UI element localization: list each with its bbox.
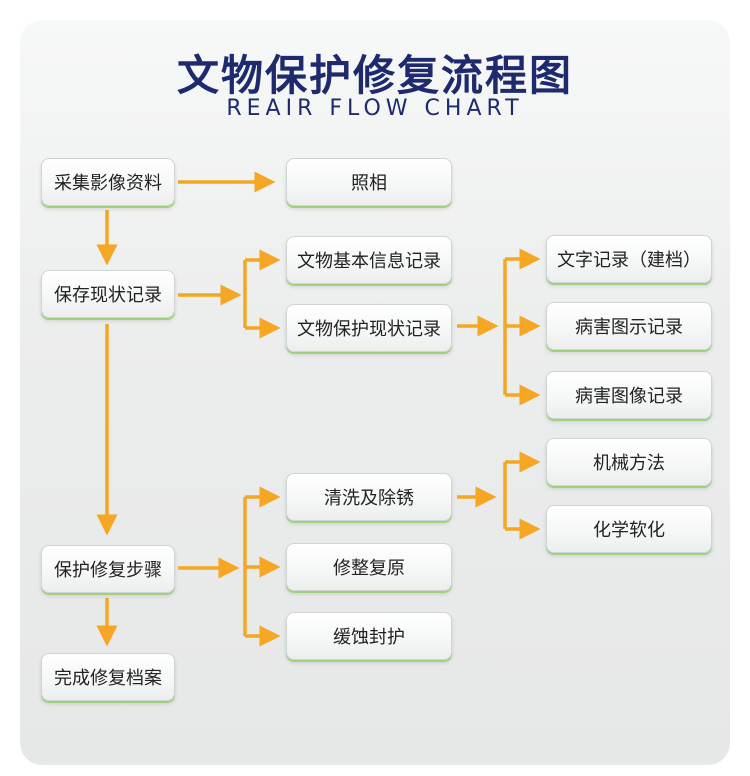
page-subtitle: REAIR FLOW CHART <box>226 96 524 121</box>
node-mechanical: 机械方法 <box>546 438 712 486</box>
node-cleaning: 清洗及除锈 <box>286 473 452 521</box>
node-disease-diagram: 病害图示记录 <box>546 302 712 350</box>
node-repair-steps: 保护修复步骤 <box>41 545 175 593</box>
node-collect-images: 采集影像资料 <box>41 158 175 206</box>
node-save-status: 保存现状记录 <box>41 270 175 318</box>
node-protect-status: 文物保护现状记录 <box>286 304 452 352</box>
node-chemical: 化学软化 <box>546 505 712 553</box>
node-seal: 缓蚀封护 <box>286 612 452 660</box>
node-restore: 修整复原 <box>286 543 452 591</box>
node-photo: 照相 <box>286 158 452 206</box>
node-text-record: 文字记录（建档） <box>546 235 712 283</box>
node-archive: 完成修复档案 <box>41 653 175 701</box>
page-title: 文物保护修复流程图 <box>176 51 573 100</box>
node-basic-info: 文物基本信息记录 <box>286 236 452 284</box>
node-disease-image: 病害图像记录 <box>546 371 712 419</box>
